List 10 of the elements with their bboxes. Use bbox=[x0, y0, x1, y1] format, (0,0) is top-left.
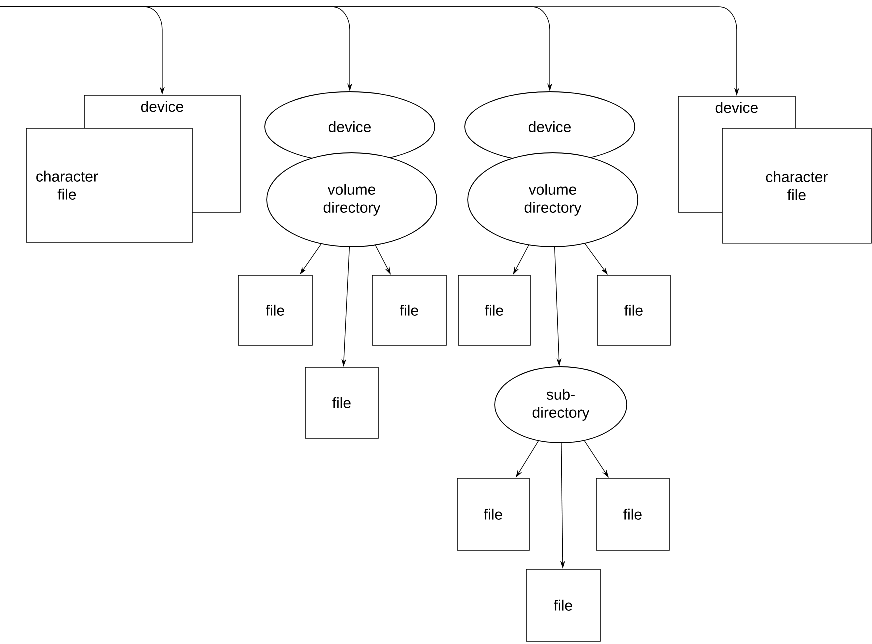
file-box: file bbox=[238, 275, 313, 346]
file-box: file bbox=[596, 478, 670, 551]
file-box: file bbox=[372, 275, 447, 346]
file-box: file bbox=[597, 275, 671, 346]
file-box: file bbox=[305, 367, 379, 439]
file-box: character file bbox=[26, 128, 193, 243]
file-box: file bbox=[457, 478, 530, 551]
file-box: file bbox=[458, 275, 531, 346]
file-box: character file bbox=[722, 128, 872, 244]
file-box: file bbox=[526, 569, 601, 642]
